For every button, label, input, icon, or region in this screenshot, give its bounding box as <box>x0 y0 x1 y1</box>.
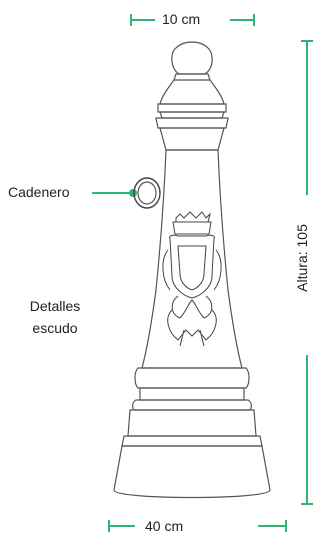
bollard-plinth <box>127 409 257 437</box>
crest-shield-outer <box>169 234 215 299</box>
base-width-label: 40 cm <box>145 518 184 534</box>
chain-ring-inner <box>137 181 157 205</box>
bollard-knob-collar <box>173 73 211 81</box>
bollard-base-step <box>121 435 263 447</box>
crest-crown-top <box>175 211 211 223</box>
shield-label-line-1: Detalles <box>29 298 81 314</box>
chain-label: Cadenero <box>8 184 70 200</box>
crest-ribbon <box>167 309 217 341</box>
bollard-base <box>113 445 271 499</box>
top-width-label: 10 cm <box>162 11 201 27</box>
crest-shield-inner <box>177 245 207 291</box>
crest-crown <box>172 221 212 235</box>
bollard-neck-flare <box>159 79 225 105</box>
bollard-lower-ring-3 <box>132 399 252 411</box>
height-label: Altura: 105 <box>294 224 310 292</box>
bollard-lower-ring-2 <box>139 387 245 401</box>
shield-details-label: Detalles escudo <box>15 297 95 337</box>
chain-ring-icon <box>133 177 161 209</box>
dimension-lines <box>92 14 313 532</box>
crest-icon <box>162 211 222 347</box>
crest-side-scrolls <box>162 249 222 291</box>
bollard-knob <box>171 41 213 75</box>
chain-leader-dot <box>129 189 137 197</box>
bollard-upper-band-2 <box>159 111 225 119</box>
crest-ribbon-tails <box>179 329 205 347</box>
bollard-upper-band-3 <box>155 117 229 129</box>
bollard-icon <box>113 41 271 499</box>
bollard-upper-taper <box>159 127 225 151</box>
shield-label-line-2: escudo <box>32 320 78 336</box>
bollard-upper-band-1 <box>157 103 227 113</box>
bollard-lower-ring-1 <box>134 367 250 389</box>
crest-lower-foliage <box>171 295 213 319</box>
